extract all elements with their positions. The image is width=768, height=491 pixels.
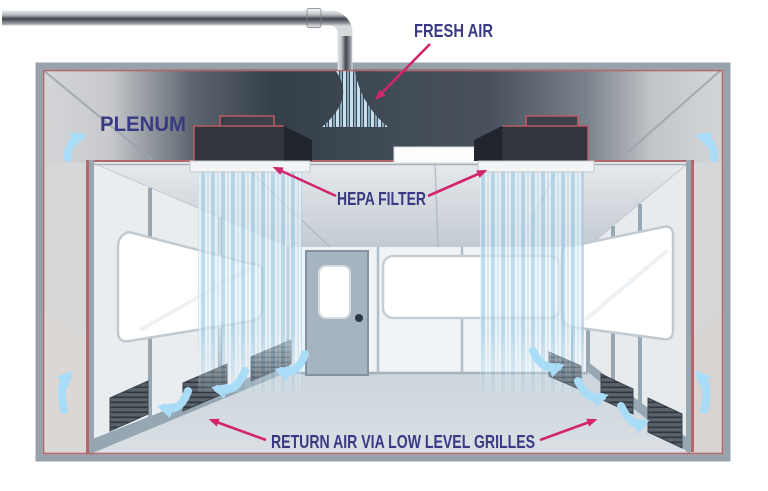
label-hepa-filter: HEPA FILTER [337, 189, 426, 209]
plenum-void [42, 68, 722, 163]
front-cut-edge-red-right [691, 160, 694, 452]
airflow-arrow-grille-left-1 [157, 387, 192, 419]
labels: PLENUM FRESH AIR HEPA FILTER RETURN AIR … [100, 21, 535, 452]
frame-gray [35, 62, 731, 462]
airflow-arrow-grille-right-3 [617, 402, 650, 434]
hepa-filter-left-side [284, 126, 312, 161]
fresh-air-duct [2, 8, 353, 70]
label-plenum: PLENUM [100, 113, 186, 136]
hepa-filters [189, 115, 595, 173]
hepa-filter-left-accent [193, 115, 284, 162]
fresh-air-diffuser [322, 70, 388, 127]
hepa-filter-left [194, 126, 284, 162]
callout-arrow-return-left [208, 418, 267, 442]
duct-pipe-vertical [338, 36, 352, 70]
airflow-arrows [56, 132, 718, 434]
front-cut-edge-right [686, 160, 691, 452]
callout-arrow-hepa-right [427, 169, 488, 198]
front-cut-edge-left [89, 160, 94, 455]
enclosure-frame [35, 62, 731, 462]
hepa-filter-right-face [477, 160, 595, 173]
floor [90, 372, 690, 457]
airflow-arrow-plenum-bottom-right [694, 370, 712, 414]
hepa-filter-left-cap [220, 116, 274, 127]
ceiling-light-panel [393, 146, 483, 164]
front-cut-edge-red-left [86, 160, 89, 455]
callout-arrows [208, 43, 598, 442]
airflow-arrow-plenum-bottom-left [56, 370, 74, 414]
hepa-filter-right-side [474, 126, 502, 161]
right-window-reflection [583, 248, 670, 322]
airflow-arrow-plenum-right [695, 132, 718, 162]
hepa-filter-right-cap [526, 116, 578, 127]
door-knob [355, 314, 363, 322]
hepa-filter-right [502, 126, 588, 162]
plenum-corner-line-left [42, 69, 163, 169]
return-grille [600, 373, 634, 415]
return-grille [109, 380, 149, 432]
laminar-airflow-right [480, 164, 584, 392]
hepa-filter-left-face [189, 160, 311, 173]
door-window [318, 265, 351, 319]
airflow-arrow-grille-right-1 [529, 347, 565, 378]
airflow-arrow-grille-left-2 [211, 367, 249, 400]
label-return-air: RETURN AIR VIA LOW LEVEL GRILLES [271, 432, 535, 452]
airflow-arrow-grille-right-2 [574, 377, 609, 408]
plenum-corner-line-right [627, 69, 722, 153]
laminar-airflow-left [198, 164, 302, 392]
airflow-arrow-plenum-left [64, 132, 87, 162]
callout-arrow-hepa-left [272, 166, 337, 198]
door [305, 250, 369, 376]
callout-arrow-return-right [539, 418, 598, 442]
duct-pipe [2, 10, 353, 70]
hepa-filter-right-accent [502, 115, 589, 162]
airflow-arrow-grille-left-3 [274, 350, 309, 382]
label-fresh-air: FRESH AIR [414, 21, 493, 41]
callout-arrow-fresh-air [375, 43, 431, 100]
duct-coupling [306, 8, 322, 28]
frame-red-line [42, 69, 724, 455]
